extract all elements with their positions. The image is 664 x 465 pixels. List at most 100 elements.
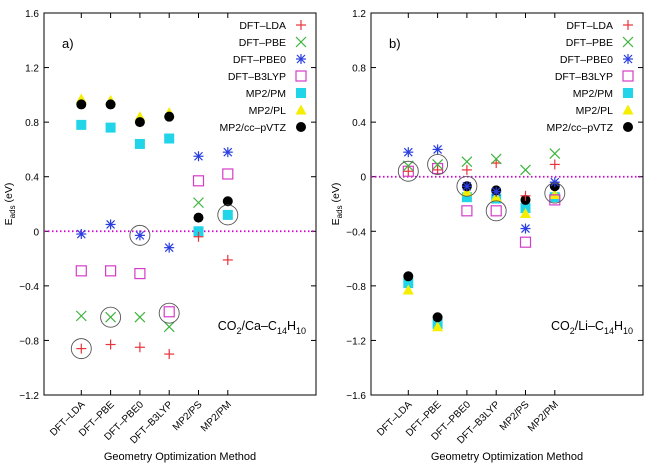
data-point (134, 117, 145, 128)
data-point (193, 231, 204, 242)
highlight-circle (129, 224, 151, 246)
marker-stroke (164, 243, 174, 253)
legend-label: DFT–LDA (566, 20, 613, 32)
data-point (520, 164, 531, 176)
y-tick-label: 1.6 (25, 9, 39, 20)
marker-stroke (163, 321, 175, 333)
marker-stroke (623, 54, 633, 64)
marker-shape (403, 278, 414, 289)
data-point (461, 192, 472, 203)
marker-shape (403, 271, 414, 282)
data-point (164, 111, 175, 122)
legend-marker (295, 104, 307, 115)
marker-shape (623, 88, 633, 98)
data-point (519, 236, 532, 248)
data-point (105, 339, 116, 350)
data-point (403, 271, 414, 282)
data-point (75, 265, 87, 277)
legend-marker (623, 54, 633, 64)
data-point (134, 311, 146, 323)
x-tick-label: MP2/PM (526, 399, 561, 434)
data-point (520, 190, 531, 201)
highlight-circle (456, 175, 478, 197)
marker-stroke (134, 311, 146, 323)
y-axis-label: Eads (eV) (330, 183, 344, 226)
legend: DFT–LDADFT–PBEDFT–PBE0DFT–B3LYPMP2/PMMP2… (546, 20, 634, 134)
marker-shape (193, 212, 204, 223)
data-point (403, 166, 414, 177)
marker-stroke (549, 148, 561, 159)
legend-marker (295, 70, 307, 82)
data-point (163, 321, 175, 333)
data-point (549, 177, 560, 188)
legend-marker (295, 36, 307, 48)
data-point (461, 181, 472, 192)
marker-stroke (490, 153, 502, 165)
marker-shape (192, 175, 205, 187)
highlight-circle (427, 153, 449, 175)
marker-shape (76, 99, 87, 110)
data-point (222, 147, 233, 158)
marker-stroke (403, 147, 413, 157)
legend-label: DFT–LDA (239, 20, 286, 32)
legend-marker (623, 88, 633, 98)
marker-shape (222, 168, 234, 180)
marker-shape (163, 306, 175, 318)
legend: DFT–LDADFT–PBEDFT–PBE0DFT–B3LYPMP2/PMMP2… (219, 20, 307, 134)
data-point (134, 230, 145, 241)
marker-stroke (520, 164, 531, 176)
data-point (549, 148, 561, 159)
y-tick-label: 0.4 (25, 173, 39, 184)
highlight-circle (158, 302, 180, 324)
data-point (403, 278, 414, 289)
marker-shape (134, 267, 146, 280)
highlight-circle (485, 200, 507, 222)
data-point (549, 188, 561, 199)
data-point (192, 175, 205, 187)
marker-stroke (462, 181, 472, 191)
data-point (432, 144, 443, 155)
data-point (222, 254, 233, 265)
data-point (164, 349, 175, 360)
data-point (549, 194, 561, 206)
marker-stroke (193, 197, 204, 209)
marker-shape (296, 88, 306, 98)
legend-marker (622, 36, 634, 48)
marker-stroke (194, 151, 203, 161)
y-tick-label: 0 (33, 227, 39, 238)
legend-marker (623, 20, 633, 30)
marker-shape (549, 188, 561, 199)
legend-label: MP2/PL (576, 105, 614, 117)
marker-stroke (223, 147, 233, 157)
marker-shape (296, 122, 306, 132)
legend-label: DFT–B3LYP (228, 71, 286, 83)
data-point (76, 229, 87, 240)
marker-stroke (461, 156, 473, 168)
highlight-circle (70, 338, 92, 360)
y-tick-label: 0 (360, 173, 366, 184)
legend-label: DFT–PBE (239, 37, 286, 49)
highlight-circle (544, 182, 566, 204)
data-point (520, 208, 531, 219)
system-annotation: CO2/Li–C14H10 (551, 319, 633, 336)
data-point (75, 310, 87, 322)
y-axis-label: Eads (eV) (3, 183, 17, 226)
marker-shape (461, 192, 472, 203)
marker-shape (105, 122, 116, 133)
legend-marker (622, 70, 634, 82)
data-point (520, 223, 531, 234)
marker-shape (519, 236, 532, 248)
marker-shape (623, 122, 633, 132)
plot-frame (370, 12, 644, 396)
data-point (432, 321, 444, 332)
data-point (402, 284, 414, 295)
data-point (134, 267, 146, 280)
marker-stroke (521, 224, 530, 233)
highlight-circle (100, 306, 122, 328)
panel-label: a) (62, 36, 74, 51)
marker-shape (134, 138, 145, 149)
y-tick-label: −1.2 (346, 336, 366, 347)
marker-shape (402, 284, 414, 295)
legend-label: DFT–B3LYP (555, 71, 613, 83)
marker-shape (622, 104, 634, 115)
